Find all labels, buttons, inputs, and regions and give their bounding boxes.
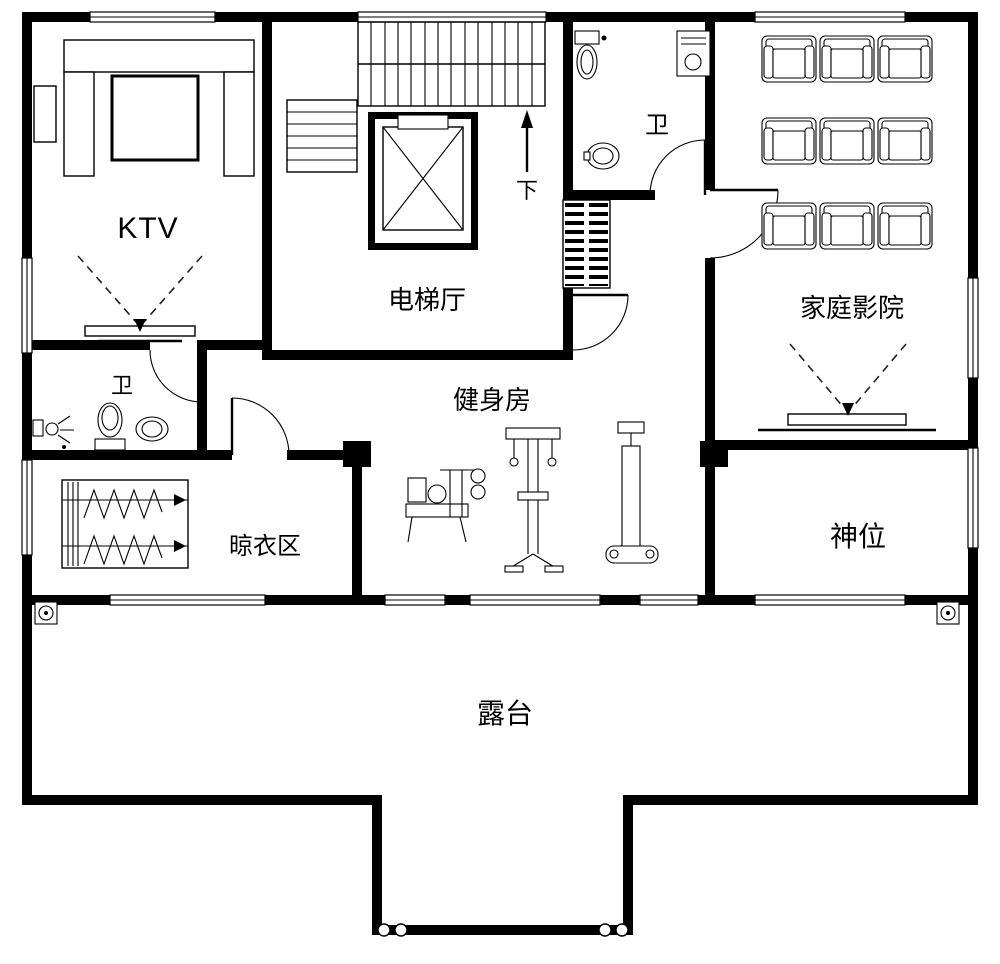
ktv-table (110, 74, 200, 162)
terrace-posts (377, 923, 629, 937)
drying-racks (61, 479, 189, 569)
sink-lower (135, 416, 169, 442)
gym-cable-machine (504, 427, 564, 573)
toilet-lower (94, 402, 126, 451)
elevator (368, 112, 478, 250)
room-label-bathroom-lower: 卫 (111, 373, 133, 398)
door-ktv-bathroom (149, 349, 204, 403)
floor-drain-left (34, 601, 58, 625)
room-label-home-theater: 家庭影院 (800, 293, 904, 323)
shower-lower (32, 415, 74, 449)
ktv-sofa (33, 39, 255, 177)
windows (21, 11, 979, 606)
theater-projection-lines (789, 343, 907, 416)
toilet-upper (574, 30, 607, 80)
door-drying-area (230, 397, 290, 456)
room-label-gym: 健身房 (453, 385, 531, 415)
theater-screen (758, 413, 936, 432)
room-label-elevator-hall: 电梯厅 (388, 285, 466, 315)
stairs-down-arrow (521, 110, 533, 172)
sink-upper (583, 142, 620, 170)
stairs-main-flight (357, 21, 546, 107)
floor-drain-right (936, 601, 960, 625)
ktv-projection-lines (77, 255, 203, 332)
theater-seats (761, 35, 933, 250)
gym-bench-machine (405, 468, 486, 543)
door-bathroom-upper (649, 139, 707, 196)
stairs-direction-label: 下 (516, 178, 538, 203)
duct-shaft (562, 199, 611, 289)
room-label-bathroom-upper: 卫 (645, 112, 669, 139)
stairs-side-flight (286, 99, 358, 173)
water-heater (676, 30, 711, 77)
door-gym-corridor (572, 293, 629, 351)
room-label-shrine: 神位 (830, 521, 886, 552)
room-label-ktv: KTV (117, 212, 178, 245)
gym-treadmill (605, 421, 659, 564)
room-label-terrace: 露台 (477, 698, 533, 729)
room-label-drying-area: 晾衣区 (229, 533, 301, 560)
